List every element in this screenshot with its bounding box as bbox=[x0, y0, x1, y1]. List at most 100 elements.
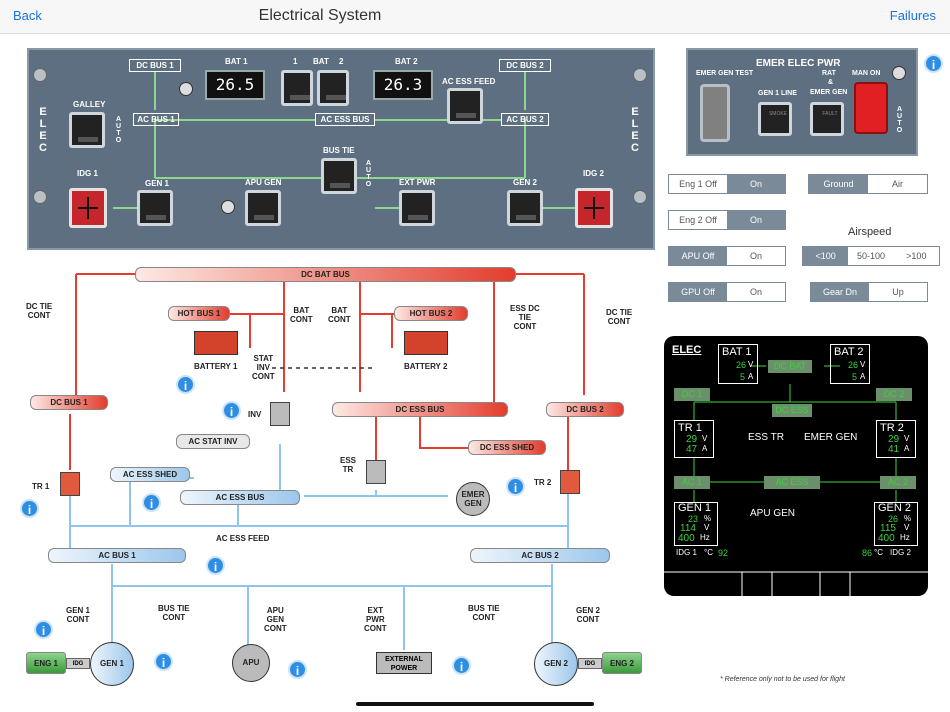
emer-gen-test-label: EMER GEN TEST bbox=[696, 70, 754, 77]
dc-bus-1-box: DC BUS 1 bbox=[129, 59, 181, 72]
amp-label: & bbox=[828, 79, 834, 86]
schematic-wiring bbox=[69, 273, 585, 650]
ecam-tr1-label: TR 1 bbox=[678, 422, 702, 434]
bus-tie-button[interactable] bbox=[321, 158, 357, 194]
info-icon[interactable]: i bbox=[452, 656, 471, 675]
emer-gen-circle: EMER GEN bbox=[456, 482, 490, 516]
bat2-button[interactable] bbox=[317, 70, 349, 106]
airspeed-high-option[interactable]: >100 bbox=[893, 247, 939, 265]
inverter-icon bbox=[270, 402, 290, 426]
gear-down-option[interactable]: Gear Dn bbox=[811, 283, 869, 301]
ecam-gen1-box bbox=[674, 502, 718, 546]
external-power-box: EXTERNAL POWER bbox=[376, 652, 432, 674]
info-icon[interactable]: i bbox=[924, 54, 943, 73]
back-button[interactable]: Back bbox=[13, 8, 42, 23]
airspeed-low-option[interactable]: <100 bbox=[803, 247, 849, 265]
info-icon[interactable]: i bbox=[154, 652, 173, 671]
man-on-guard[interactable] bbox=[854, 82, 888, 134]
ac-ess-feed-label: AC ESS FEED bbox=[216, 534, 270, 543]
emer-gen-test-guard[interactable] bbox=[700, 84, 730, 142]
info-icon[interactable]: i bbox=[20, 499, 39, 518]
gen1-line-button[interactable]: SMOKE bbox=[758, 102, 792, 136]
ecam-ac1: AC 1 bbox=[674, 476, 710, 489]
eng1-box: ENG 1 bbox=[26, 652, 66, 674]
gear-up-option[interactable]: Up bbox=[869, 283, 927, 301]
man-on-label: MAN ON bbox=[852, 70, 881, 77]
battery-1-icon bbox=[194, 331, 238, 355]
air-option[interactable]: Air bbox=[868, 175, 927, 193]
hot-bus-1: HOT BUS 1 bbox=[168, 306, 230, 321]
ecam-bat2-volts: 26 bbox=[848, 360, 859, 370]
galley-button[interactable] bbox=[69, 112, 105, 148]
ac-bus-1: AC BUS 1 bbox=[48, 548, 186, 563]
selector-knob-icon[interactable] bbox=[892, 66, 906, 80]
gen1-button[interactable] bbox=[137, 190, 173, 226]
ext-pwr-button[interactable] bbox=[399, 190, 435, 226]
gpu-on-option[interactable]: On bbox=[727, 283, 785, 301]
gen2-button[interactable] bbox=[507, 190, 543, 226]
gpu-off-option[interactable]: GPU Off bbox=[669, 283, 727, 301]
ecam-bat2-amps: 5 bbox=[852, 372, 858, 382]
ecam-lines bbox=[664, 365, 928, 596]
ac-ess-feed-button[interactable] bbox=[447, 88, 483, 124]
dc-bus-2: DC BUS 2 bbox=[546, 402, 624, 417]
gen2-circle: GEN 2 bbox=[534, 642, 578, 686]
eng1-on-option[interactable]: On bbox=[727, 175, 785, 193]
ecam-idg2-temp: 86 bbox=[862, 548, 873, 558]
info-icon[interactable]: i bbox=[176, 375, 195, 394]
bus-tie-auto-label: AUTO bbox=[365, 160, 372, 188]
ecam-bat2-label: BAT 2 bbox=[834, 346, 864, 358]
bat1-label: BAT 1 bbox=[225, 57, 248, 66]
failures-button[interactable]: Failures bbox=[889, 8, 936, 23]
ac-bus-2-box: AC BUS 2 bbox=[501, 113, 549, 126]
hot-bus-2: HOT BUS 2 bbox=[394, 306, 468, 321]
bat1-button[interactable] bbox=[281, 70, 313, 106]
selector-knob-icon[interactable] bbox=[179, 82, 193, 96]
elec-overhead-panel: ELEC ELEC DC BUS 1 DC BUS 2 BAT 1 26.5 B… bbox=[27, 48, 655, 250]
ecam-unit-hz: Hz bbox=[900, 533, 910, 542]
tr1-icon bbox=[60, 472, 80, 496]
info-icon[interactable]: i bbox=[142, 493, 161, 512]
ess-tr-label: ESS TR bbox=[340, 456, 357, 474]
apu-gen-button[interactable] bbox=[245, 190, 281, 226]
info-icon[interactable]: i bbox=[222, 401, 241, 420]
ecam-ess-tr: ESS TR bbox=[748, 432, 784, 443]
idg-left: IDG bbox=[66, 658, 90, 669]
ecam-tr1-volts: 29 bbox=[686, 434, 698, 445]
tr2-icon bbox=[560, 470, 580, 494]
ecam-tr1-amps: 47 bbox=[686, 444, 698, 455]
selector-knob-icon[interactable] bbox=[221, 200, 235, 214]
ac-stat-inv: AC STAT INV bbox=[176, 434, 250, 449]
info-icon[interactable]: i bbox=[206, 556, 225, 575]
apu-off-option[interactable]: APU Off bbox=[669, 247, 727, 265]
info-icon[interactable]: i bbox=[288, 660, 307, 679]
battery-2-icon bbox=[404, 331, 448, 355]
apu-on-option[interactable]: On bbox=[727, 247, 785, 265]
eng1-off-option[interactable]: Eng 1 Off bbox=[669, 175, 727, 193]
idg1-disconnect-button[interactable] bbox=[69, 188, 107, 228]
inv-label: INV bbox=[248, 410, 262, 419]
ecam-emer-gen: EMER GEN bbox=[804, 432, 858, 443]
galley-label: GALLEY bbox=[73, 100, 106, 109]
dc-tie-cont-right: DC TIE CONT bbox=[606, 308, 633, 326]
eng2-off-option[interactable]: Eng 2 Off bbox=[669, 211, 727, 229]
bat-2-digit: 2 bbox=[339, 57, 344, 66]
ground-option[interactable]: Ground bbox=[809, 175, 868, 193]
info-icon[interactable]: i bbox=[506, 477, 525, 496]
ecam-dc-bat: DC BAT bbox=[768, 360, 812, 373]
info-icon[interactable]: i bbox=[34, 620, 53, 639]
bus-tie-label: BUS TIE bbox=[323, 146, 355, 155]
idg2-disconnect-button[interactable] bbox=[575, 188, 613, 228]
reference-note: * Reference only not to be used for flig… bbox=[720, 676, 845, 683]
eng2-on-option[interactable]: On bbox=[727, 211, 785, 229]
airspeed-mid-option[interactable]: 50-100 bbox=[848, 247, 894, 265]
rat-emer-gen-button[interactable]: FAULT bbox=[810, 102, 844, 136]
bat-cont-1-label: BAT CONT bbox=[290, 306, 313, 324]
